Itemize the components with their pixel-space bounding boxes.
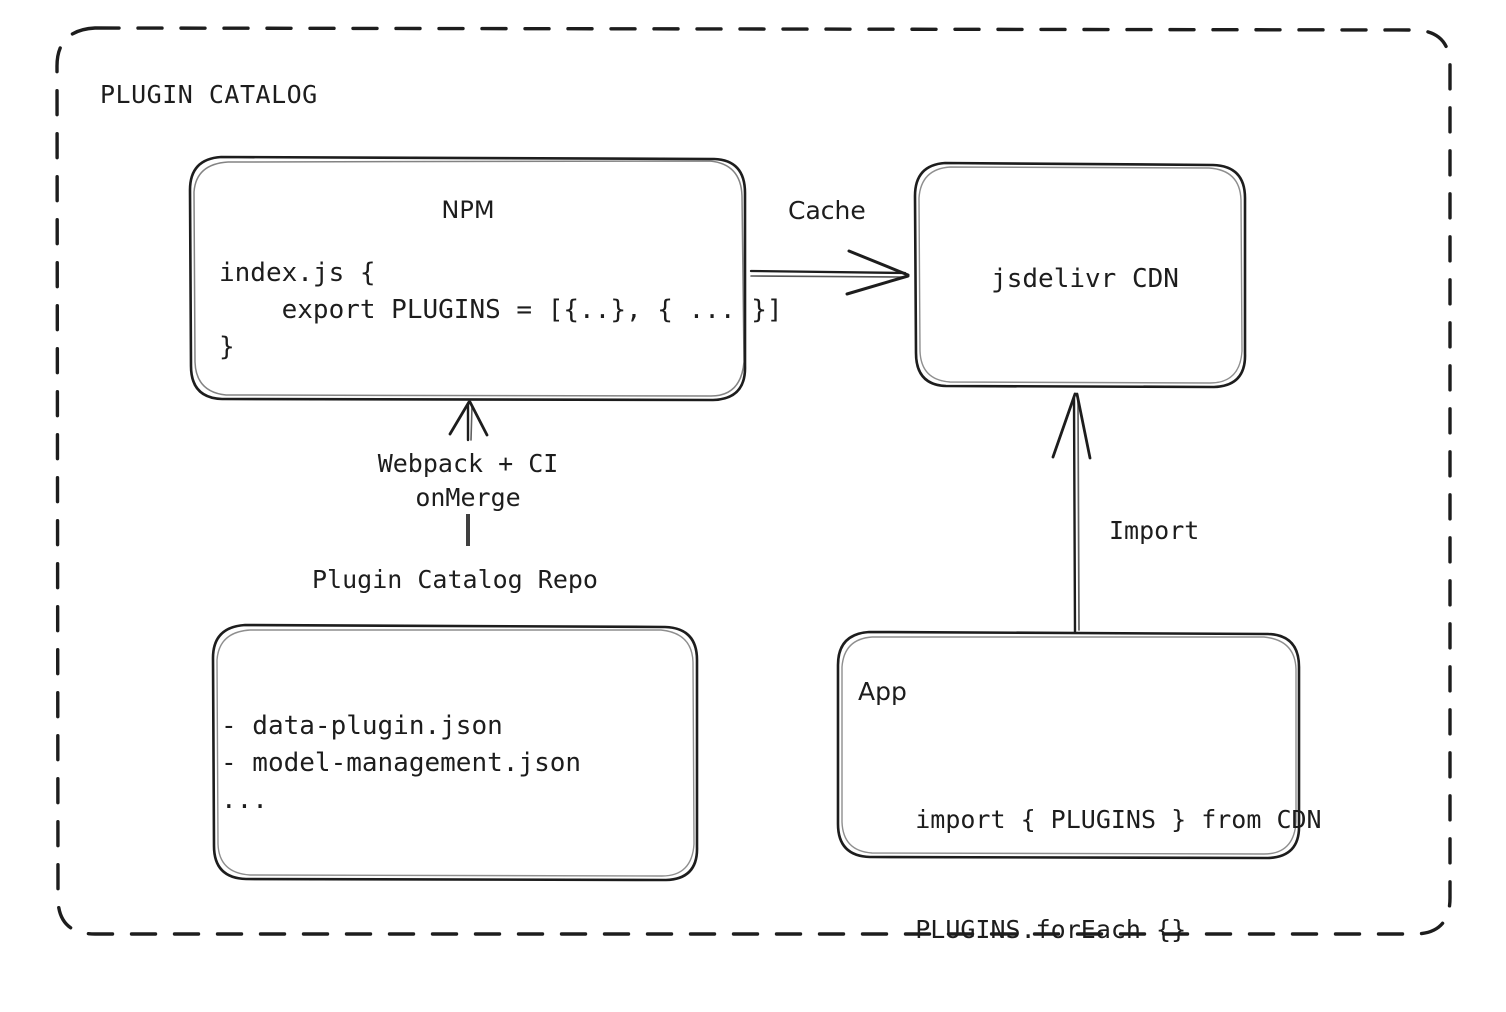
- node-caption-plugin-catalog-repo: Plugin Catalog Repo: [312, 565, 598, 594]
- edge-import-app-to-cdn: [1051, 392, 1092, 634]
- node-code-app: import { PLUGINS } from CDN PLUGINS.forE…: [855, 737, 1322, 1012]
- node-code-app-line1: import { PLUGINS } from CDN: [915, 805, 1322, 834]
- group-title-plugin-catalog: PLUGIN CATALOG: [100, 80, 318, 109]
- node-title-npm: NPM: [441, 196, 495, 224]
- node-code-app-line2: PLUGINS.forEach {}: [915, 915, 1187, 944]
- edge-label-import: Import: [1109, 516, 1200, 545]
- edge-label-cache: Cache: [788, 196, 866, 225]
- node-title-app: App: [858, 677, 907, 706]
- node-code-npm: index.js { export PLUGINS = [{..}, { ...…: [219, 258, 783, 362]
- edge-label-webpack-onmerge: Webpack + CI onMerge: [377, 449, 559, 512]
- node-title-jsdelivr-cdn: jsdelivr CDN: [991, 264, 1179, 294]
- node-code-plugin-catalog-repo: - data-plugin.json - model-management.js…: [221, 711, 582, 815]
